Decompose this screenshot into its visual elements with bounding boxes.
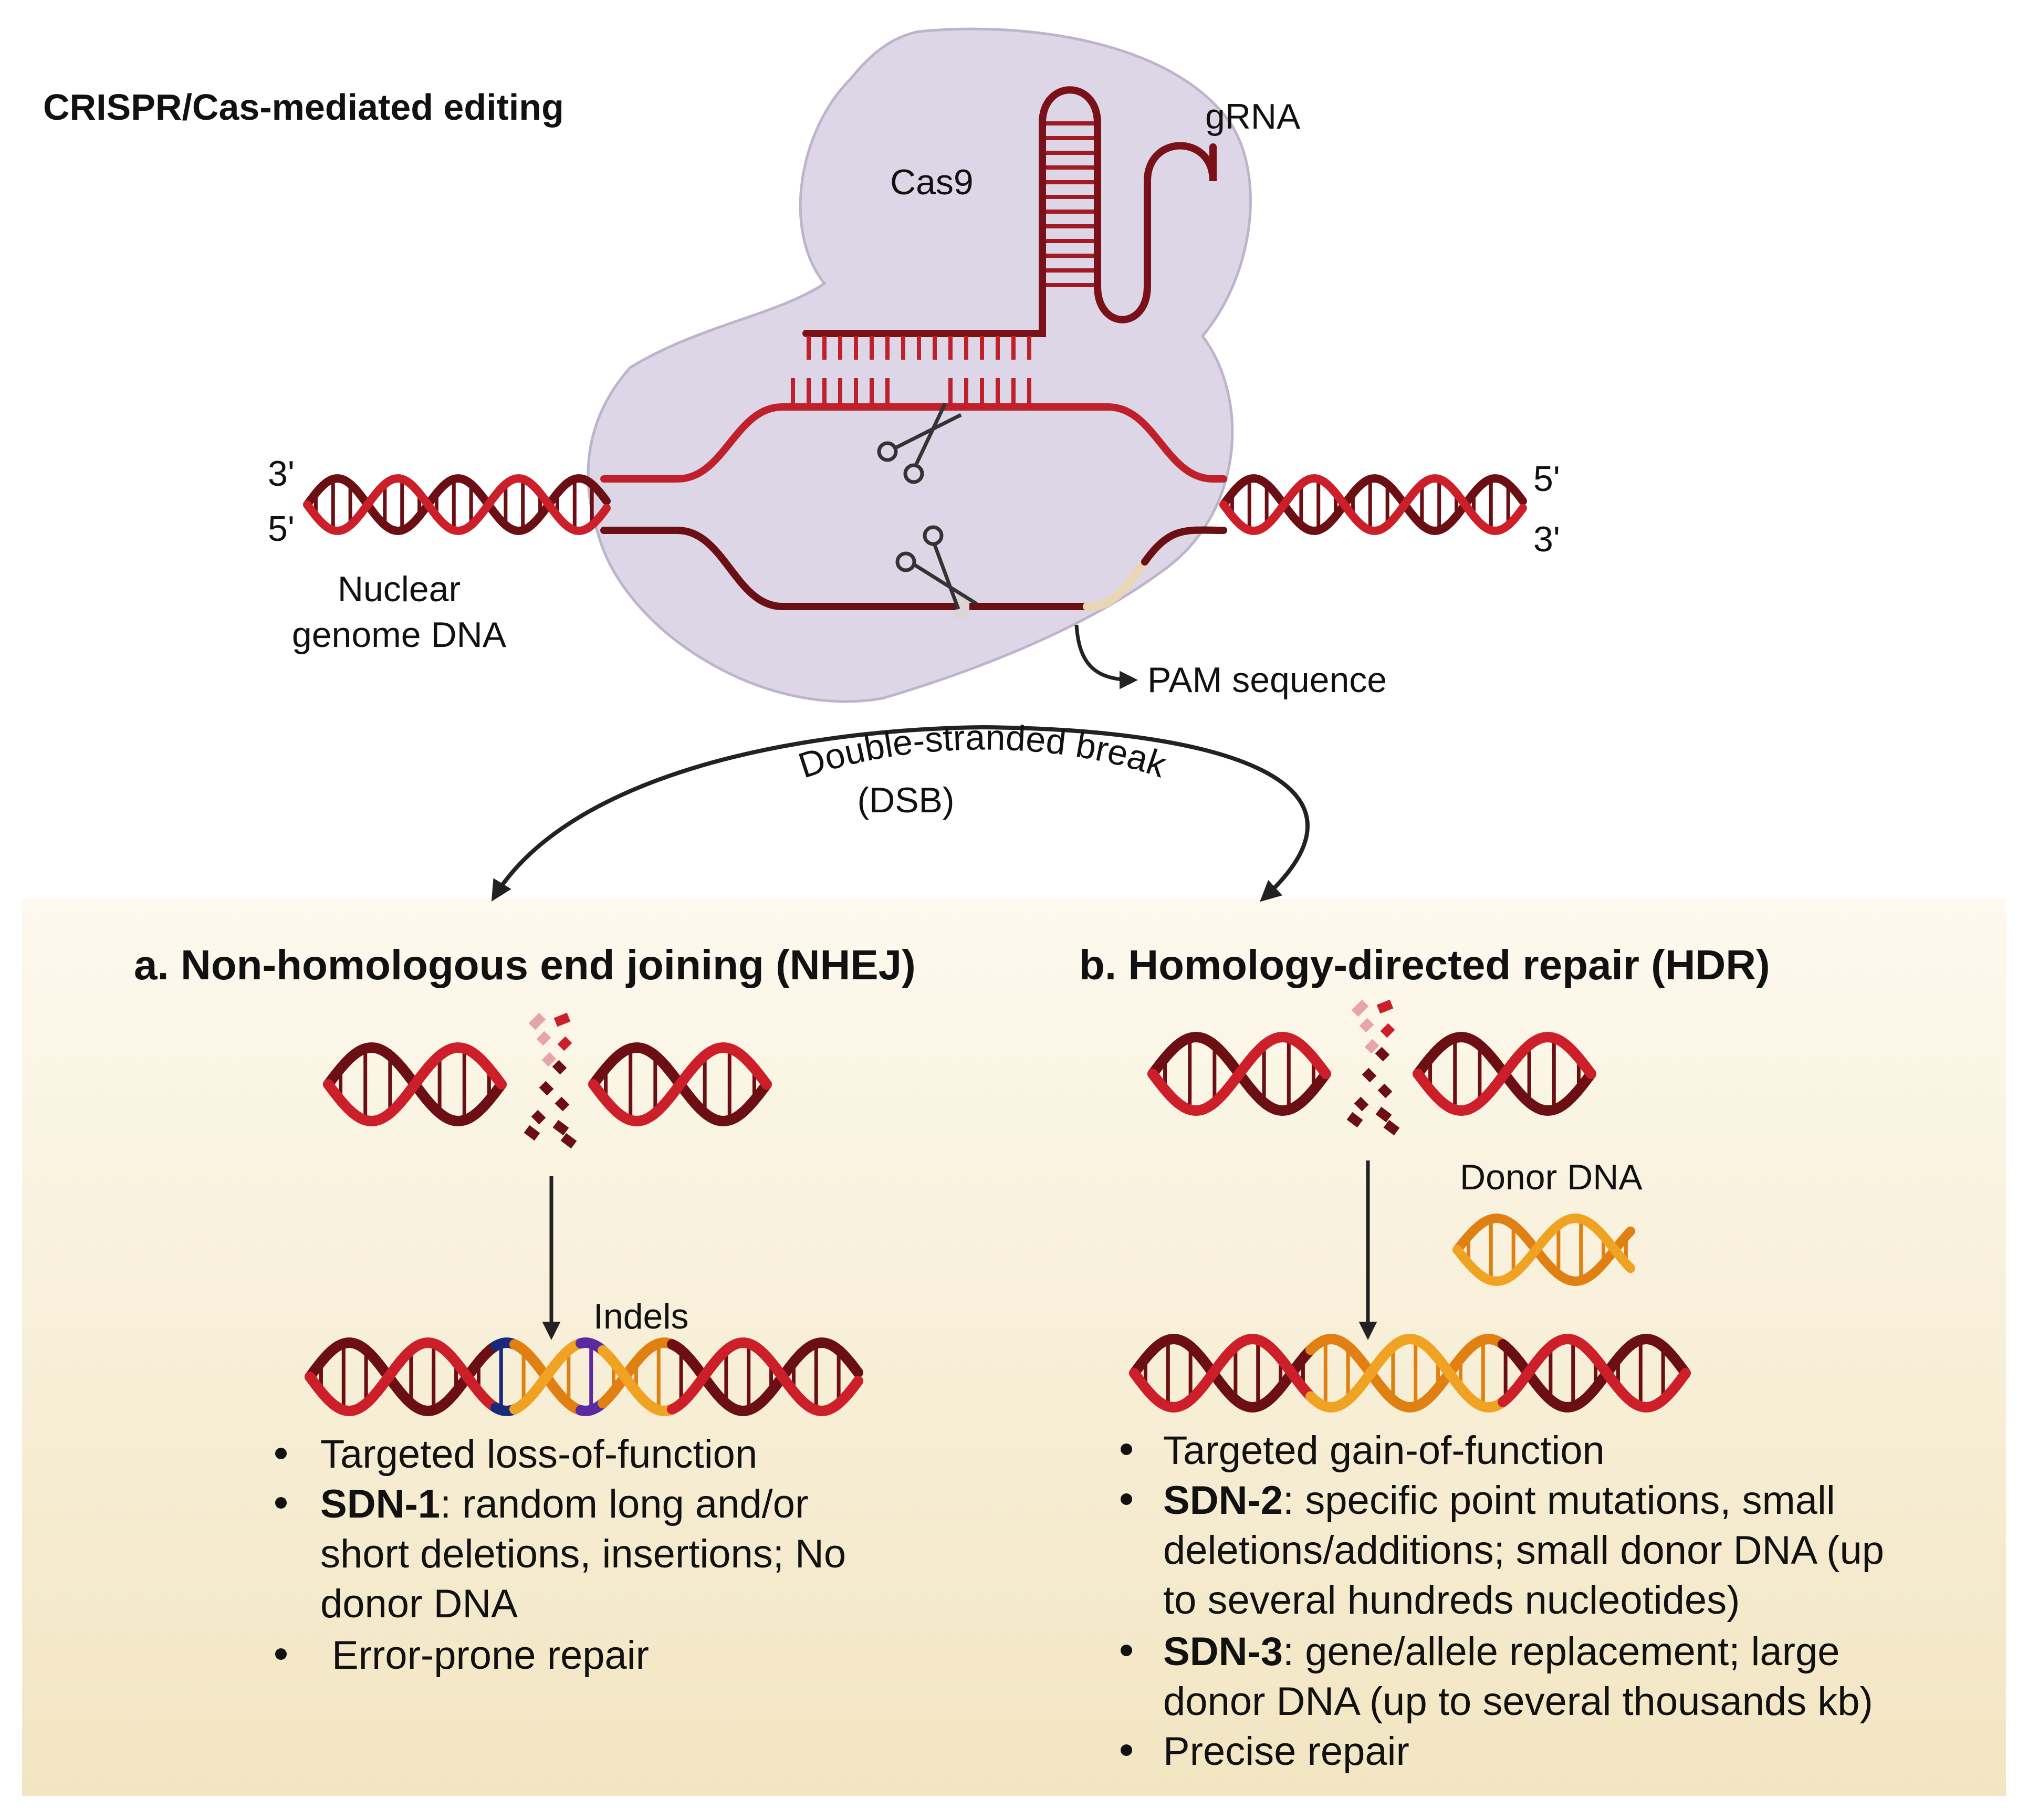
nhej-bullet-2-line3: donor DNA (320, 1582, 518, 1626)
dna-fragment (1375, 1106, 1392, 1123)
nhej-bullet-1: Targeted loss-of-function (320, 1432, 757, 1477)
nuclear-dna-label-line1: Nuclear (338, 569, 461, 609)
dna-fragment (557, 1036, 572, 1051)
dna-strand (305, 1337, 501, 1416)
dna-fragment (1380, 1023, 1395, 1038)
dna-helix-left (303, 474, 611, 536)
dna-fragment (1359, 1018, 1374, 1033)
dna-fragment (536, 1031, 551, 1046)
cas9-label: Cas9 (890, 162, 974, 202)
hdr-bullet-1: Targeted gain-of-function (1163, 1428, 1605, 1473)
dna-fragment (1364, 1039, 1379, 1054)
nhej-broken-dna-left (323, 1042, 507, 1127)
hdr-bullet-4: Precise repair (1163, 1729, 1409, 1774)
dna-strand (509, 1338, 586, 1415)
dna-strand (1305, 1334, 1508, 1413)
dna-fragment (1354, 1096, 1369, 1112)
hdr-bullet-2-line1: SDN-2: specific point mutations, small (1163, 1478, 1835, 1523)
dna-fragment (552, 1060, 567, 1075)
dna-fragment (528, 1012, 546, 1030)
hdr-heading: b. Homology-directed repair (HDR) (1079, 942, 1770, 988)
dsb-label-line2: (DSB) (857, 780, 954, 820)
five-prime-right-label: 5' (1533, 459, 1560, 499)
grna-structure (802, 86, 1217, 337)
dna-fragment (1377, 1083, 1393, 1099)
nhej-heading: a. Non-homologous end joining (NHEJ) (134, 942, 916, 988)
diagram-title: CRISPR/Cas-mediated editing (43, 87, 564, 128)
dsb-arrow-left (491, 725, 982, 902)
dna-strand (1452, 1214, 1635, 1286)
hdr-broken-dna-right (1413, 1031, 1596, 1116)
dna-strand (323, 1042, 507, 1127)
hdr-repaired-dna (1129, 1334, 1691, 1413)
dna-strand (1147, 1031, 1331, 1116)
nuclear-dna-label-line2: genome DNA (292, 615, 507, 655)
hdr-bullet-2-line2: deletions/additions; small donor DNA (up (1163, 1528, 1884, 1573)
three-prime-right-label: 3' (1533, 519, 1560, 559)
dna-strand (1129, 1334, 1316, 1413)
scissors-icon (877, 402, 962, 484)
cas9-protein-shape (587, 27, 1252, 703)
dna-fragment (1383, 1120, 1400, 1136)
nhej-repaired-dna (305, 1337, 863, 1416)
dna-fragment (553, 1012, 571, 1027)
dna-fragment (1375, 1047, 1390, 1062)
hdr-broken-dna-left (1147, 1031, 1331, 1116)
dna-fragment (552, 1120, 569, 1136)
dna-fragment (560, 1133, 577, 1149)
hdr-bullet-2-line3: to several hundreds nucleotides) (1163, 1578, 1740, 1623)
scissors-icon (895, 525, 978, 610)
dna-fragment (555, 1096, 570, 1112)
dna-strand (1413, 1031, 1596, 1116)
dna-helix-right (1219, 474, 1527, 536)
dna-strand (303, 474, 611, 536)
hdr-bullets: Targeted gain-of-function SDN-2: specifi… (1121, 1428, 1884, 1774)
dna-fragment (1376, 999, 1394, 1014)
nhej-bullets: Targeted loss-of-function SDN-1: random … (275, 1432, 846, 1678)
pam-label: PAM sequence (1147, 660, 1387, 700)
dna-strand (1129, 1334, 1316, 1413)
hdr-break-fragments (1346, 999, 1400, 1136)
nhej-broken-dna-right (588, 1042, 772, 1127)
dna-strand (598, 1345, 677, 1416)
nhej-bullet-3: Error-prone repair (332, 1633, 649, 1678)
hdr-bullet-3-line2: donor DNA (up to several thousands kb) (1163, 1679, 1873, 1724)
dna-fragment (531, 1110, 546, 1125)
hdr-bullet-3-line1: SDN-3: gene/allele replacement; large (1163, 1629, 1839, 1674)
dna-strand (598, 1337, 677, 1409)
dna-fragment (1362, 1068, 1377, 1083)
dna-strand (1219, 474, 1527, 536)
dna-strand (1498, 1334, 1691, 1413)
nhej-bullet-2-line1: SDN-1: random long and/or (320, 1482, 808, 1526)
nhej-break-fragments (524, 1012, 577, 1149)
dna-fragment (1346, 1112, 1363, 1128)
dna-strand (1452, 1214, 1635, 1286)
dna-fragment (541, 1052, 557, 1067)
dna-strand (303, 474, 611, 536)
five-prime-left-label: 5' (268, 509, 295, 549)
dna-strand (1305, 1334, 1508, 1413)
donor-dna-helix (1452, 1214, 1635, 1286)
dna-fragment (539, 1081, 554, 1096)
dsb-arrow-hdr-visible (981, 725, 1310, 902)
donor-dna-label: Donor DNA (1460, 1157, 1643, 1197)
dna-fragment (1351, 999, 1369, 1017)
pam-arrow (1074, 624, 1138, 689)
three-prime-left-label: 3' (268, 454, 295, 494)
grna-label: gRNA (1205, 97, 1301, 137)
indels-label: Indels (593, 1296, 688, 1336)
dna-strand (1498, 1334, 1691, 1413)
dna-strand (667, 1337, 863, 1416)
nhej-bullet-2-line2: short deletions, insertions; No (320, 1532, 846, 1576)
dna-strand (588, 1042, 772, 1127)
dna-strand (1219, 474, 1527, 536)
dna-fragment (524, 1125, 540, 1141)
dsb-label-line1: Double-stranded break (794, 717, 1172, 786)
